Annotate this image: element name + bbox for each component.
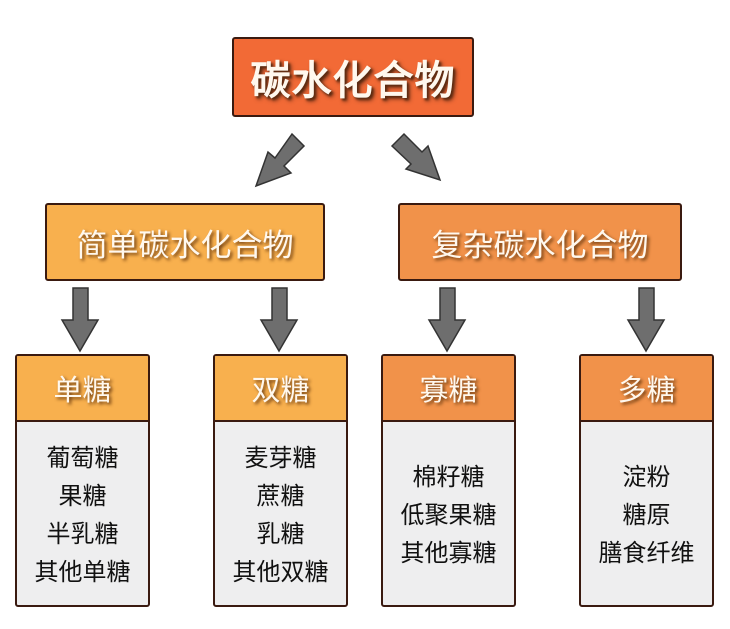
oligosaccharides-node: 寡糖 棉籽糖 低聚果糖 其他寡糖	[381, 354, 516, 607]
list-item: 其他寡糖	[400, 538, 497, 567]
list-item: 淀粉	[622, 462, 671, 491]
leaf-title: 单糖	[53, 373, 112, 407]
leaf-title: 寡糖	[419, 373, 478, 407]
arrow-down-icon	[259, 287, 299, 353]
list-item: 其他单糖	[34, 557, 131, 586]
list-item: 果糖	[58, 481, 107, 510]
disaccharides-node: 双糖 麦芽糖 蔗糖 乳糖 其他双糖	[213, 354, 348, 607]
list-item: 棉籽糖	[412, 462, 485, 491]
root-node: 碳水化合物	[232, 37, 474, 117]
leaf-list: 葡萄糖 果糖 半乳糖 其他单糖	[17, 422, 148, 605]
list-item: 麦芽糖	[244, 443, 317, 472]
arrow-down-icon	[60, 287, 100, 353]
category-label: 简单碳水化合物	[76, 227, 294, 264]
arrow-down-icon	[427, 287, 467, 353]
leaf-header: 多糖	[581, 356, 712, 422]
list-item: 糖原	[622, 500, 671, 529]
root-title: 碳水化合物	[250, 58, 456, 104]
list-item: 蔗糖	[256, 481, 305, 510]
list-item: 低聚果糖	[400, 500, 497, 529]
simple-carbohydrates-node: 简单碳水化合物	[45, 203, 325, 281]
leaf-list: 棉籽糖 低聚果糖 其他寡糖	[383, 422, 514, 605]
leaf-list: 麦芽糖 蔗糖 乳糖 其他双糖	[215, 422, 346, 605]
polysaccharides-node: 多糖 淀粉 糖原 膳食纤维	[579, 354, 714, 607]
list-item: 葡萄糖	[46, 443, 119, 472]
leaf-header: 双糖	[215, 356, 346, 422]
complex-carbohydrates-node: 复杂碳水化合物	[398, 203, 682, 281]
leaf-title: 双糖	[251, 373, 310, 407]
arrow-down-right-icon	[390, 132, 442, 182]
leaf-list: 淀粉 糖原 膳食纤维	[581, 422, 712, 605]
leaf-header: 单糖	[17, 356, 148, 422]
category-label: 复杂碳水化合物	[431, 227, 649, 264]
monosaccharides-node: 单糖 葡萄糖 果糖 半乳糖 其他单糖	[15, 354, 150, 607]
arrow-down-icon	[626, 287, 666, 353]
arrow-down-left-icon	[254, 132, 306, 188]
list-item: 膳食纤维	[598, 538, 695, 567]
leaf-header: 寡糖	[383, 356, 514, 422]
list-item: 半乳糖	[46, 519, 119, 548]
leaf-title: 多糖	[617, 373, 676, 407]
list-item: 乳糖	[256, 519, 305, 548]
list-item: 其他双糖	[232, 557, 329, 586]
